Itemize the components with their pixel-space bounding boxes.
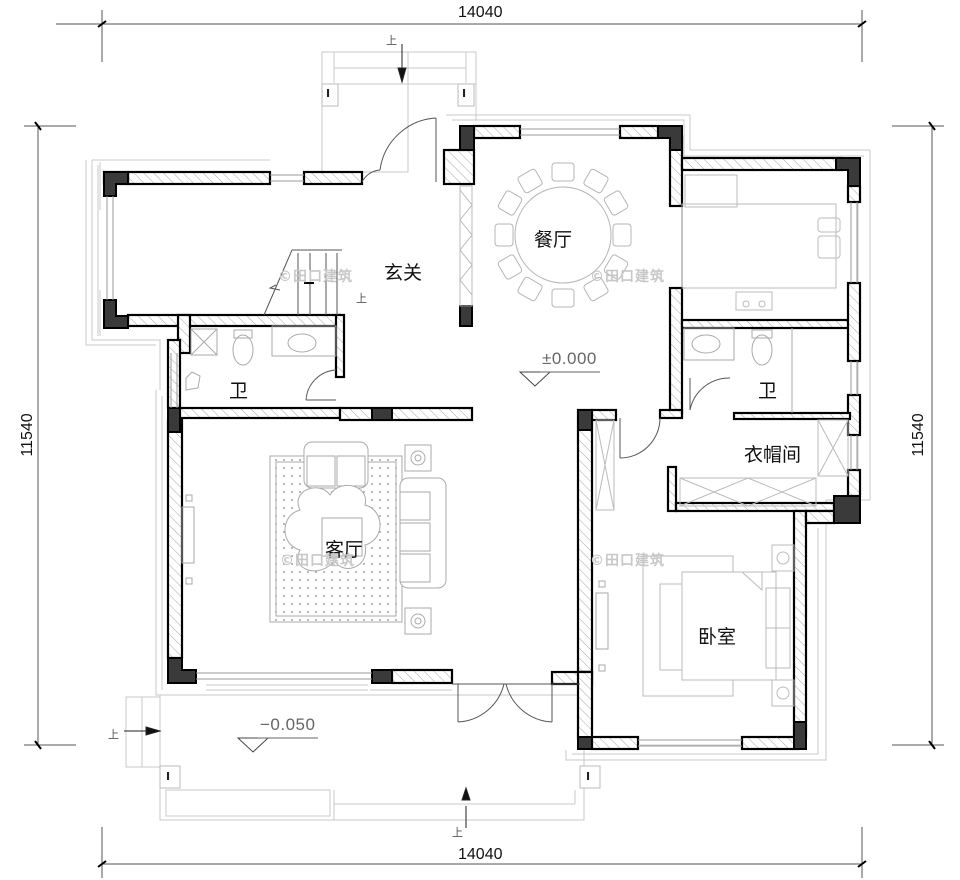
up-label-left: 上	[108, 728, 119, 741]
watermark-4: ©田口建筑	[590, 553, 665, 569]
entry-arrows	[124, 44, 471, 828]
structural-columns	[103, 125, 861, 750]
windows	[106, 128, 858, 747]
column-marker-3: I	[166, 770, 171, 783]
doors	[305, 117, 731, 723]
column-marker-4: I	[586, 770, 591, 783]
watermark-2: ©田口建筑	[590, 269, 665, 285]
room-label-living: 客厅	[325, 539, 364, 561]
closet-fixtures	[595, 419, 849, 511]
room-label-bath-left: 卫	[229, 380, 249, 402]
living-room-furniture	[181, 441, 609, 672]
room-label-closet: 衣帽间	[744, 444, 802, 466]
watermark-1: ©田口建筑	[278, 269, 353, 285]
elevation-main: ±0.000	[542, 349, 597, 368]
elevation-terrace: −0.050	[260, 715, 316, 734]
column-marker-1: I	[326, 87, 331, 100]
column-marker-icons	[159, 83, 601, 789]
watermark-3: ©田口建筑	[280, 553, 355, 569]
kitchen-fixtures	[681, 174, 841, 311]
right-dimension: 11540	[910, 413, 927, 457]
glass-screen	[459, 185, 473, 307]
room-label-bedroom: 卧室	[698, 626, 737, 648]
bottom-dimension: 14040	[458, 846, 503, 863]
bathroom-fixtures	[185, 325, 793, 413]
bedroom-furniture	[642, 544, 795, 707]
room-label-bath-right: 卫	[758, 380, 778, 402]
top-dimension: 14040	[458, 4, 503, 21]
room-label-dining: 餐厅	[534, 229, 573, 251]
column-marker-2: I	[462, 87, 467, 100]
up-label-bottom: 上	[452, 826, 463, 839]
facade-outline	[85, 51, 871, 821]
left-dimension: 11540	[19, 413, 36, 457]
staircase	[263, 249, 342, 316]
room-label-foyer: 玄关	[384, 262, 423, 284]
dimension-lines	[24, 10, 944, 878]
up-label-stair: 上	[356, 292, 367, 305]
dining-table-set	[494, 162, 632, 308]
up-label-top: 上	[386, 34, 397, 47]
elevation-markers	[236, 371, 600, 753]
